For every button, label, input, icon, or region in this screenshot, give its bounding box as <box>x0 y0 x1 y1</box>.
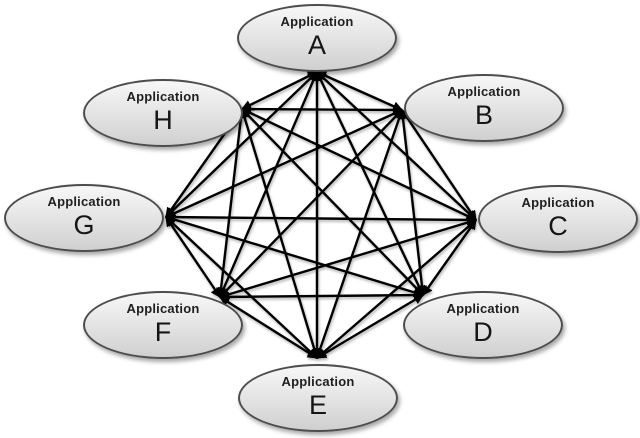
node-letter: B <box>474 99 493 130</box>
node-letter: C <box>548 210 568 241</box>
node-label: Application <box>521 195 595 210</box>
edges-group <box>164 70 478 360</box>
node-letter: H <box>153 104 173 135</box>
node-letter: D <box>473 316 493 347</box>
node-label: Application <box>281 374 355 389</box>
node-label: Application <box>126 89 200 104</box>
edge-D-E <box>316 293 424 360</box>
node-label: Application <box>446 301 520 316</box>
node-letter: A <box>307 29 326 60</box>
edge-A-B <box>316 70 403 112</box>
node-letter: F <box>154 316 172 347</box>
node-label: Application <box>447 84 521 99</box>
edge-A-H <box>241 70 318 111</box>
node-letter: G <box>73 209 95 240</box>
edge-B-H <box>240 104 404 115</box>
node-label: Application <box>280 14 354 29</box>
edge-C-D <box>422 219 477 296</box>
edge-C-G <box>164 212 478 225</box>
edge-E-H <box>239 108 320 359</box>
node-label: Application <box>126 301 200 316</box>
node-label: Application <box>47 194 121 209</box>
edge-F-G <box>165 216 221 298</box>
node-letter: E <box>308 389 327 420</box>
